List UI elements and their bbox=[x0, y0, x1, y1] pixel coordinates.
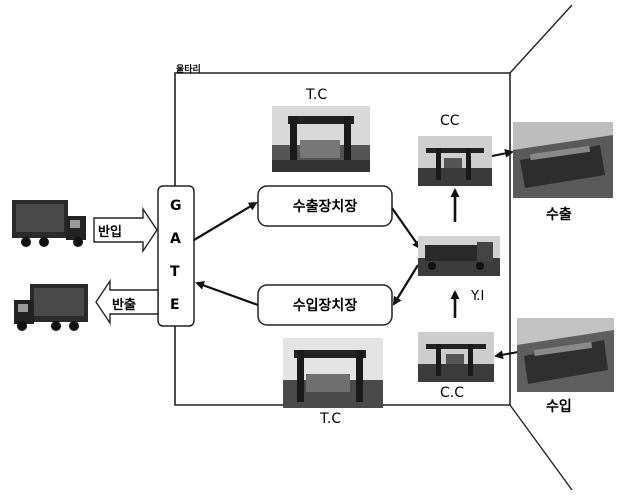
gate-letter-g: G bbox=[170, 198, 182, 214]
import-to-gate-arrow bbox=[197, 283, 258, 305]
import-ship-photo bbox=[517, 318, 614, 392]
fence-label: 울타리 bbox=[176, 62, 201, 75]
truck-in-icon bbox=[12, 200, 86, 247]
perspective-line-bottom bbox=[510, 405, 572, 490]
tc-top-photo bbox=[272, 106, 370, 172]
yard-tractor-label: Y.I bbox=[471, 289, 484, 304]
import-label: 수입 bbox=[546, 396, 572, 416]
cc-to-export-ship-arrow bbox=[492, 152, 512, 156]
cc-bottom-photo bbox=[418, 332, 494, 382]
gate-letter-t: T bbox=[170, 264, 180, 280]
tc-bottom-photo bbox=[283, 338, 383, 408]
cc-top-photo bbox=[418, 136, 492, 186]
outbound-label: 반출 bbox=[112, 294, 136, 313]
import-ship-to-cc-arrow bbox=[496, 352, 518, 356]
inbound-label: 반입 bbox=[98, 221, 122, 240]
gate-letter-e: E bbox=[170, 297, 180, 313]
export-label: 수출 bbox=[546, 204, 572, 224]
yard-tractor-photo bbox=[418, 236, 500, 276]
yt-to-import-arrow bbox=[394, 265, 418, 304]
cc-top-label: CC bbox=[440, 113, 460, 129]
gate-to-export-arrow bbox=[194, 203, 256, 240]
perspective-line-top bbox=[510, 5, 572, 73]
export-yard-label: 수출장치장 bbox=[258, 196, 392, 216]
import-yard-label: 수입장치장 bbox=[258, 295, 392, 315]
truck-out-icon bbox=[14, 284, 88, 331]
tc-bottom-label: T.C bbox=[320, 411, 341, 427]
cc-bottom-label: C.C bbox=[440, 385, 464, 401]
export-ship-photo bbox=[513, 122, 613, 198]
gate-letter-a: A bbox=[170, 231, 181, 247]
tc-top-label: T.C bbox=[306, 87, 327, 103]
export-to-yt-arrow bbox=[392, 208, 420, 248]
